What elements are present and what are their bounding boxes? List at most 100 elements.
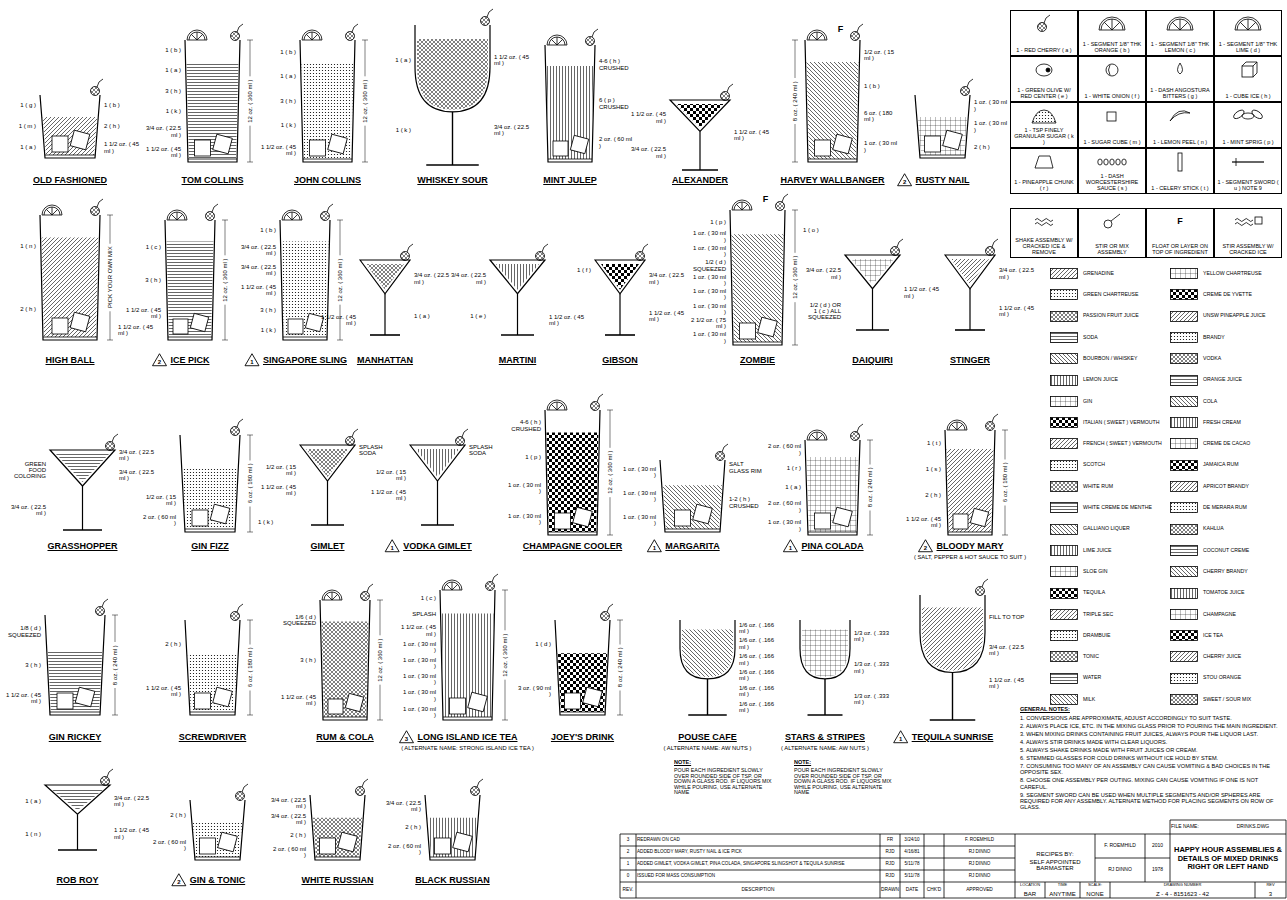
title-block-line <box>620 870 1015 871</box>
dimension: 12 oz. ( 360 ml ) <box>362 79 368 122</box>
legend-sample <box>1171 439 1198 449</box>
legend-swatch <box>1170 311 1198 322</box>
citrus-spoke <box>446 584 452 590</box>
callout: 1 ( p ) <box>525 454 541 460</box>
callout: 2 1/2 oz. ( 75 ml ) <box>690 317 726 330</box>
note-text: POUR EACH INGREDIENT SLOWLY OVER ROUNDED… <box>794 768 894 796</box>
callout: 2 ( h ) <box>104 123 120 129</box>
citrus-spoke <box>332 594 338 600</box>
dimension-line <box>620 691 621 715</box>
alternate-name: ( ALTERNATE NAME: AW NUTS ) <box>664 745 752 751</box>
dimension-tick <box>617 715 623 716</box>
dimension: 8 oz. ( 240 ml ) <box>617 647 623 687</box>
cherry-stem <box>237 604 243 612</box>
dimension-line <box>1005 506 1006 535</box>
callout: 1 1/2 oz. ( 45 ml ) <box>494 54 530 67</box>
legend-sample <box>1171 567 1198 577</box>
citrus-rind <box>284 212 300 220</box>
callout: 1 oz. ( 30 ml ) <box>400 689 436 702</box>
liquid-fill <box>188 653 238 712</box>
legend-sample <box>1051 631 1078 641</box>
key-text: 1 - DASH ANGOSTURA BITTERS ( g ) <box>1149 87 1211 99</box>
glass-stem <box>77 814 78 850</box>
drink-name: TEQUILA SUNRISE <box>912 733 994 742</box>
cherry <box>486 582 495 591</box>
dimension-tick <box>247 162 253 163</box>
revision-header: REV. <box>621 887 635 892</box>
title-block-line <box>620 882 1015 883</box>
callout: 1 ( c ) <box>421 595 436 601</box>
callout: 1 oz. ( 30 ml ) <box>690 245 726 258</box>
dimension-line <box>115 615 116 642</box>
legend-text: COCONUT CREME <box>1203 548 1249 553</box>
dimension-tick <box>607 535 613 536</box>
citrus-rind <box>809 432 825 440</box>
legend-swatch <box>1170 694 1198 705</box>
glass-base <box>303 159 352 160</box>
glass-outline <box>805 40 860 162</box>
cherry-stem <box>237 419 243 427</box>
glass-outline <box>730 210 785 345</box>
liquid-fill <box>918 117 968 155</box>
callout: FILL TO TOP <box>989 614 1024 620</box>
revision-cell: RJD <box>881 874 899 879</box>
ice-cube <box>675 510 691 526</box>
legend-sample <box>1171 290 1198 300</box>
legend-text: DRAMBUIE <box>1083 633 1110 638</box>
dimension-line <box>380 685 381 720</box>
glass-outline <box>915 95 970 158</box>
callout: 2 ( h ) <box>290 832 306 838</box>
callout: SPLASH <box>412 611 436 617</box>
legend-text: PASSION FRUIT JUICE <box>1083 313 1139 318</box>
callout: 2 oz. ( 60 ml ) <box>599 136 635 149</box>
title-block-line <box>880 834 881 898</box>
dimension-line <box>110 311 111 340</box>
citrus-spoke <box>1112 19 1113 30</box>
drink-name: OLD FASHIONED <box>33 176 107 185</box>
dimension-tick <box>222 220 228 221</box>
legend-text: LEMON JUICE <box>1083 377 1118 382</box>
legend-sample <box>1171 524 1198 534</box>
dimension-line <box>620 620 621 644</box>
title-block-text: DRINKS.DWG <box>1221 824 1285 829</box>
legend-sample <box>1051 524 1078 534</box>
callout: GREEN FOOD COLORING <box>10 461 46 480</box>
ice-cube <box>218 832 238 852</box>
legend-text: KAHLUA <box>1203 526 1224 531</box>
citrus-spoke <box>312 34 318 40</box>
citrus-spoke <box>292 212 293 220</box>
glass-outline <box>415 25 490 112</box>
citrus-spoke <box>52 207 53 215</box>
callout: 1 1/2 oz. ( 45 ml ) <box>260 484 296 497</box>
cherry <box>716 452 725 461</box>
citrus-spoke <box>197 34 203 40</box>
key-text: 1 - GREEN OLIVE W/ RED CENTER ( e ) <box>1013 87 1075 99</box>
ice-cube <box>970 508 988 526</box>
citrus-rind <box>549 37 565 45</box>
title-block-value: Z - 4 - 8151623 - 42 <box>1111 891 1254 897</box>
legend-swatch <box>1170 460 1198 471</box>
glass-outline <box>845 255 900 289</box>
revision-number: 1 <box>789 545 792 551</box>
callout: 1/6 oz. ( .166 ml ) <box>739 637 775 650</box>
dimension: 8 oz. ( 240 ml ) <box>867 467 873 507</box>
drop-icon <box>1178 63 1183 74</box>
callout: 1 ( d ) <box>535 641 551 647</box>
legend-swatch <box>1050 524 1078 535</box>
shake-symbol <box>1035 223 1053 226</box>
dimension-tick <box>112 615 118 616</box>
citrus-spoke <box>326 594 332 600</box>
legend-swatch <box>1050 545 1078 556</box>
legend-sample <box>1051 545 1078 555</box>
glass-base <box>856 329 889 331</box>
dimension-line <box>250 40 251 76</box>
title-block-caption: TIME <box>1046 883 1079 887</box>
ice-cube <box>833 507 853 527</box>
drink-name: JOHN COLLINS <box>294 176 361 185</box>
legend-text: TRIPLE SEC <box>1083 612 1113 617</box>
key-text: 1 - MINT SPRIG ( p ) <box>1217 139 1279 145</box>
drink-name: DAIQUIRI <box>852 356 893 365</box>
legend-text: JAMAICA RUM <box>1203 462 1238 467</box>
citrus-spoke <box>957 422 958 430</box>
method-key-cell: STIR OR MIX ASSEMBLY <box>1078 208 1146 258</box>
